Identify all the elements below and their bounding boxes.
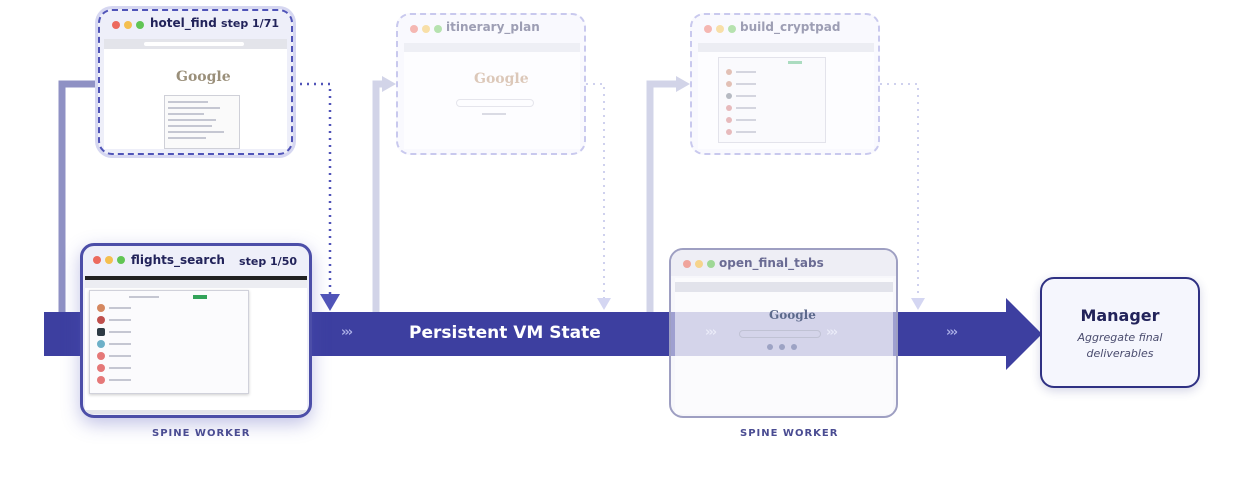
spine-worker-caption-final-tabs: SPINE WORKER — [740, 428, 839, 439]
manager-subtitle-line1: Aggregate final — [1077, 331, 1163, 344]
minimize-dot-icon[interactable] — [105, 256, 113, 264]
manager-subtitle-line2: deliverables — [1086, 347, 1154, 360]
window-title: flights_search — [131, 253, 225, 267]
browser-screenshot: Google — [104, 39, 287, 149]
worker-window-hotel-find[interactable]: hotel_find step 1/71 Google — [98, 9, 293, 155]
spawn-arrowhead-cryptpad — [676, 76, 690, 92]
close-dot-icon[interactable] — [410, 25, 418, 33]
return-line-hotel — [293, 82, 332, 294]
manager-title: Manager — [1080, 306, 1160, 325]
worker-window-open-final-tabs[interactable]: open_final_tabs Google — [669, 248, 898, 418]
spine-worker-caption-flights: SPINE WORKER — [152, 428, 251, 439]
maximize-dot-icon[interactable] — [707, 260, 715, 268]
minimize-dot-icon[interactable] — [716, 25, 724, 33]
google-logo: Google — [769, 308, 816, 322]
window-titlebar: open_final_tabs — [671, 250, 896, 276]
spine-chevron-4: ››› — [946, 325, 958, 340]
google-logo: Google — [474, 71, 529, 87]
return-arrowhead-cryptpad — [911, 298, 925, 310]
return-arrowhead-itinerary — [597, 298, 611, 310]
spine-label: Persistent VM State — [409, 323, 601, 343]
spine-arrowhead — [1006, 298, 1042, 370]
minimize-dot-icon[interactable] — [422, 25, 430, 33]
maximize-dot-icon[interactable] — [728, 25, 736, 33]
browser-screenshot: Google — [675, 278, 893, 414]
return-arrowhead-hotel — [320, 294, 340, 311]
google-logo: Google — [176, 69, 231, 85]
window-title: hotel_find — [150, 16, 217, 30]
minimize-dot-icon[interactable] — [124, 21, 132, 29]
spawn-connector-hotel — [58, 80, 100, 318]
close-dot-icon[interactable] — [93, 256, 101, 264]
manager-node[interactable]: Manager Aggregate final deliverables — [1040, 277, 1200, 388]
maximize-dot-icon[interactable] — [117, 256, 125, 264]
close-dot-icon[interactable] — [683, 260, 691, 268]
worker-window-build-cryptpad[interactable]: build_cryptpad — [690, 13, 880, 155]
step-counter: step 1/71 — [221, 17, 279, 30]
window-title: open_final_tabs — [719, 256, 824, 270]
window-titlebar: flights_search step 1/50 — [83, 246, 309, 272]
window-title: itinerary_plan — [446, 20, 540, 34]
window-titlebar: hotel_find step 1/71 — [100, 11, 291, 37]
return-line-itinerary — [586, 83, 605, 298]
close-dot-icon[interactable] — [704, 25, 712, 33]
close-dot-icon[interactable] — [112, 21, 120, 29]
worker-window-itinerary-plan[interactable]: itinerary_plan Google — [396, 13, 586, 155]
step-counter: step 1/50 — [239, 255, 297, 268]
minimize-dot-icon[interactable] — [695, 260, 703, 268]
spine-chevron-1: ››› — [341, 325, 353, 340]
spawn-connector-itinerary — [372, 80, 382, 318]
maximize-dot-icon[interactable] — [434, 25, 442, 33]
window-titlebar: itinerary_plan — [398, 15, 584, 41]
window-titlebar: build_cryptpad — [692, 15, 878, 41]
window-title: build_cryptpad — [740, 20, 841, 34]
spawn-arrowhead-itinerary — [382, 76, 396, 92]
worker-window-flights-search[interactable]: flights_search step 1/50 — [80, 243, 312, 418]
browser-screenshot — [698, 43, 874, 149]
spawn-connector-cryptpad — [646, 80, 676, 318]
browser-screenshot: Google — [404, 43, 580, 149]
browser-screenshot — [85, 276, 307, 414]
maximize-dot-icon[interactable] — [136, 21, 144, 29]
